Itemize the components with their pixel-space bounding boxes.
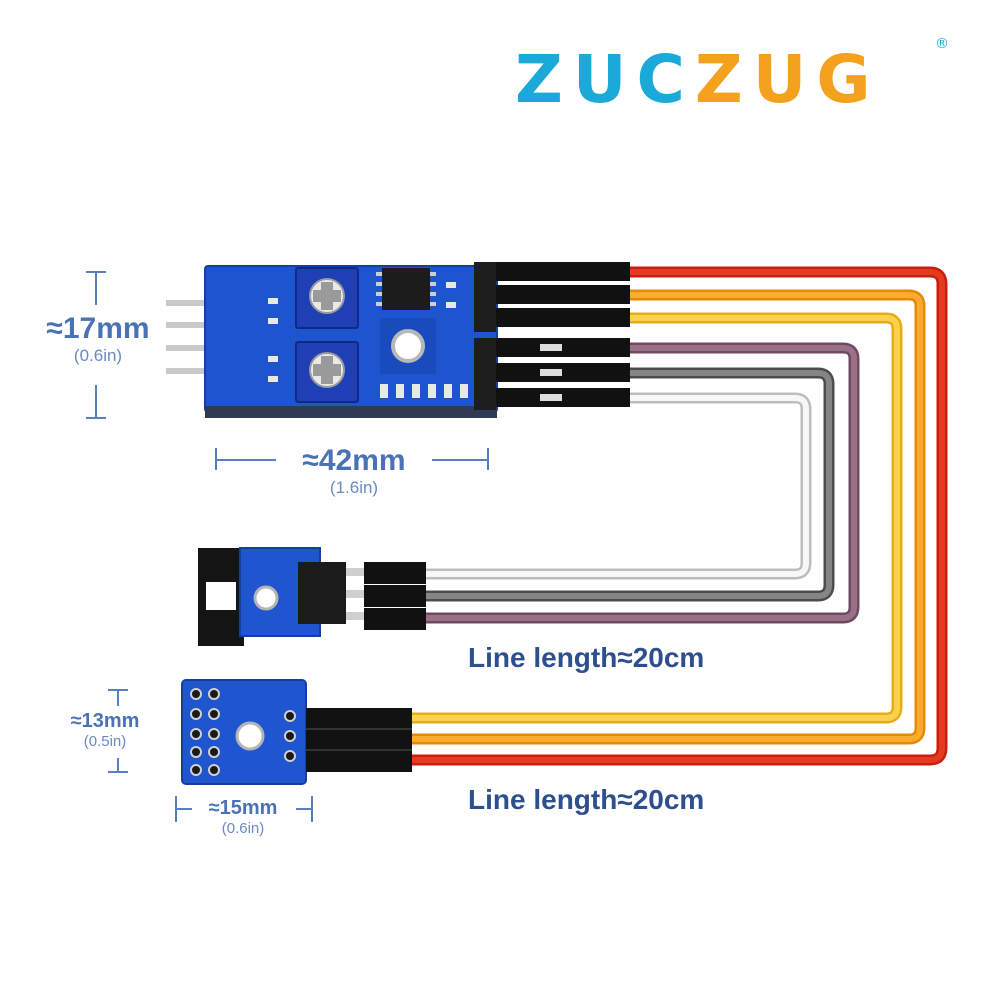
main-width-metric: ≈42mm [302, 444, 406, 477]
smd-components [268, 282, 468, 398]
registered-mark: ® [935, 36, 949, 52]
small-width-metric: ≈15mm [208, 797, 278, 819]
small-width-imperial: (0.6in) [221, 820, 265, 837]
small-sensor-board [181, 679, 412, 785]
mounting-hole [380, 318, 436, 374]
main-height-imperial: (0.6in) [73, 346, 123, 365]
main-sensor-board [166, 262, 498, 418]
wire-white [419, 392, 812, 580]
small-height-metric: ≈13mm [70, 710, 140, 732]
cable-length-caption-lower: Line length≈20cm [468, 784, 705, 815]
small-board-height-label: ≈13mm (0.5in) [50, 710, 160, 750]
cable-length-caption-upper: Line length≈20cm [468, 642, 705, 673]
main-height-metric: ≈17mm [46, 312, 150, 345]
comparator-chip [376, 268, 436, 310]
brand-logo: ZUCZUG ® [515, 36, 949, 120]
main-board-height-label: ≈17mm (0.6in) [20, 312, 176, 366]
dimension-lines [86, 271, 489, 822]
logo-part-1: ZUC [515, 41, 695, 118]
potentiometer-2 [295, 341, 359, 403]
potentiometer-1 [295, 267, 359, 329]
main-board-output-header [474, 262, 496, 410]
small-board-width-label: ≈15mm (0.6in) [188, 797, 298, 837]
small-height-imperial: (0.5in) [83, 733, 127, 750]
main-board-width-label: ≈42mm (1.6in) [276, 444, 432, 498]
main-width-imperial: (1.6in) [329, 478, 379, 497]
main-board-connectors [496, 262, 630, 407]
slot-sensor-board [198, 547, 426, 646]
logo-part-2: ZUG [694, 41, 881, 118]
wire-bundle [406, 266, 948, 766]
